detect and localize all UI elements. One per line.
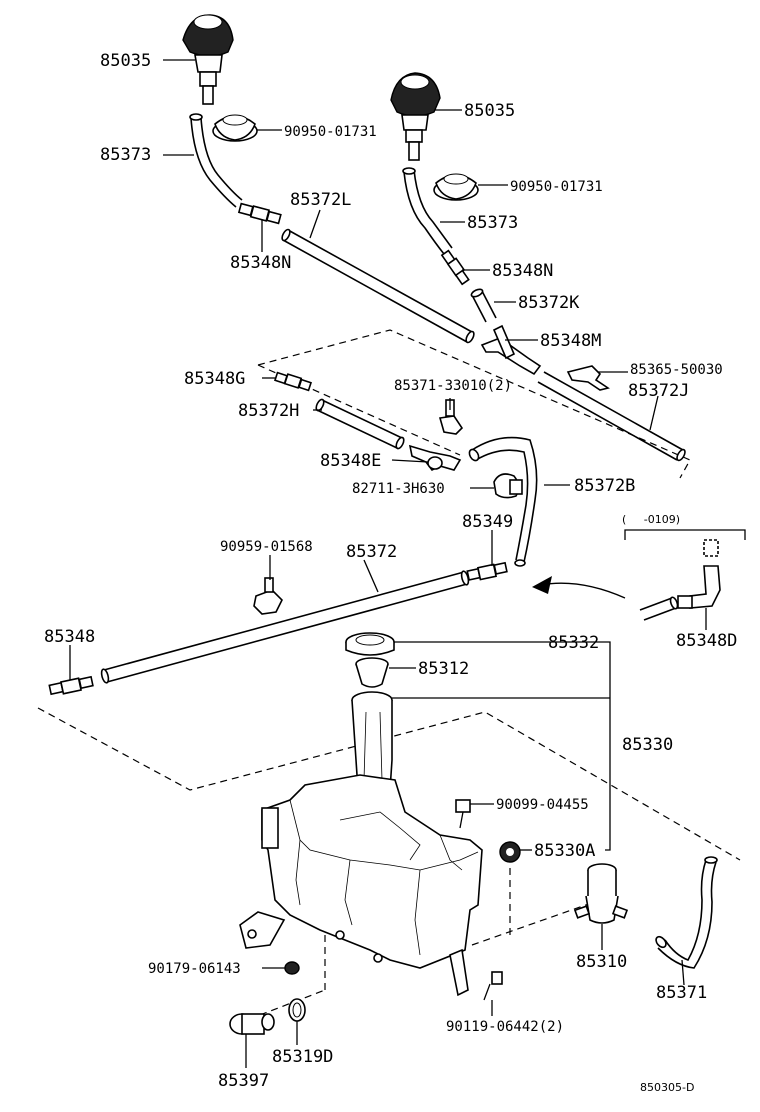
label-85365-50030: 85365-50030 (630, 362, 723, 378)
washer-pump (573, 863, 629, 924)
label-85371: 85371 (656, 983, 707, 1003)
hose-85372h (315, 398, 405, 450)
label-85348: 85348 (44, 627, 95, 647)
reference-arrow (532, 576, 626, 599)
leader-lines (69, 59, 707, 1068)
left-nozzle-hose (190, 117, 237, 208)
label-90959-01568: 90959-01568 (220, 539, 313, 555)
label-85348m: 85348M (540, 331, 601, 351)
label-85348d: 85348D (676, 631, 737, 651)
label-85330a: 85330A (534, 841, 595, 861)
label-85372l: 85372L (290, 190, 351, 210)
lower-assembly-outline (37, 707, 741, 861)
left-hose-joint-n (237, 202, 282, 225)
nut-85330a (499, 841, 521, 863)
label-85332: 85332 (548, 633, 599, 653)
hose-joint-85348g (274, 371, 312, 392)
label-90179-06143: 90179-06143 (148, 961, 241, 977)
label-85348n-left: 85348N (230, 253, 291, 273)
hose-clamp-85371 (438, 399, 464, 435)
label-85319d: 85319D (272, 1047, 333, 1067)
left-washer-nozzle (182, 14, 234, 105)
label-90099-04455: 90099-04455 (496, 797, 589, 813)
gasket-85319d (288, 998, 306, 1022)
label-85035-right: 85035 (464, 101, 515, 121)
hose-85372j (537, 371, 686, 462)
inset-bracket (624, 529, 746, 540)
label-85372k: 85372K (518, 293, 580, 313)
bolt-90179 (284, 961, 300, 975)
hose-85372b (471, 436, 538, 563)
right-nozzle-hose (403, 171, 445, 255)
label-85373-right: 85373 (467, 213, 518, 233)
washer-motor (229, 1013, 275, 1035)
inset-elbow-joint-85348d (677, 539, 721, 609)
hose-85371 (664, 859, 707, 961)
label-85397: 85397 (218, 1071, 269, 1091)
hose-85372l (281, 228, 475, 344)
label-85035-left: 85035 (100, 51, 151, 71)
label-85372j: 85372J (628, 381, 689, 401)
label-85372: 85372 (346, 542, 397, 562)
label-85372h: 85372H (238, 401, 299, 421)
hose-85372k (470, 288, 497, 323)
label-85310: 85310 (576, 952, 627, 972)
label-90950-01731-right: 90950-01731 (510, 179, 603, 195)
tank-cap (345, 632, 395, 656)
clip-85365 (566, 365, 610, 391)
upper-assembly-outline (257, 329, 691, 479)
left-grommet (212, 114, 258, 142)
y-joint-85348m (480, 324, 542, 376)
hose-85372 (100, 570, 470, 684)
label-90119-06442: 90119-06442(2) (446, 1019, 564, 1035)
label-85348n-right: 85348N (492, 261, 553, 281)
label-82711-3h630: 82711-3H630 (352, 481, 445, 497)
label-85348e: 85348E (320, 451, 381, 471)
label-85348g: 85348G (184, 369, 245, 389)
bolt-90119 (483, 971, 503, 1001)
right-grommet (433, 173, 479, 201)
elbow-joint-85348e (408, 444, 462, 472)
tank-strainer (355, 657, 389, 688)
right-washer-nozzle (390, 72, 441, 161)
clip-82711 (493, 473, 523, 499)
pump-link-dash (471, 899, 601, 946)
hose-joint-85349 (466, 561, 508, 581)
label-90950-01731-left: 90950-01731 (284, 124, 377, 140)
label-inset-date: ( -0109) (622, 513, 680, 526)
fitting-90959 (253, 577, 283, 615)
label-85330: 85330 (622, 735, 673, 755)
label-85371-33010: 85371-33010(2) (394, 378, 512, 394)
right-hose-joint-n (440, 249, 470, 286)
label-85312: 85312 (418, 659, 469, 679)
washer-tank (239, 691, 483, 997)
hose-joint-85348 (48, 675, 94, 696)
label-85372b: 85372B (574, 476, 635, 496)
label-85373-left: 85373 (100, 145, 151, 165)
bolt-90099 (455, 799, 471, 829)
inset-hose (639, 596, 679, 621)
label-diagram-code: 850305-D (640, 1081, 694, 1094)
label-85349: 85349 (462, 512, 513, 532)
